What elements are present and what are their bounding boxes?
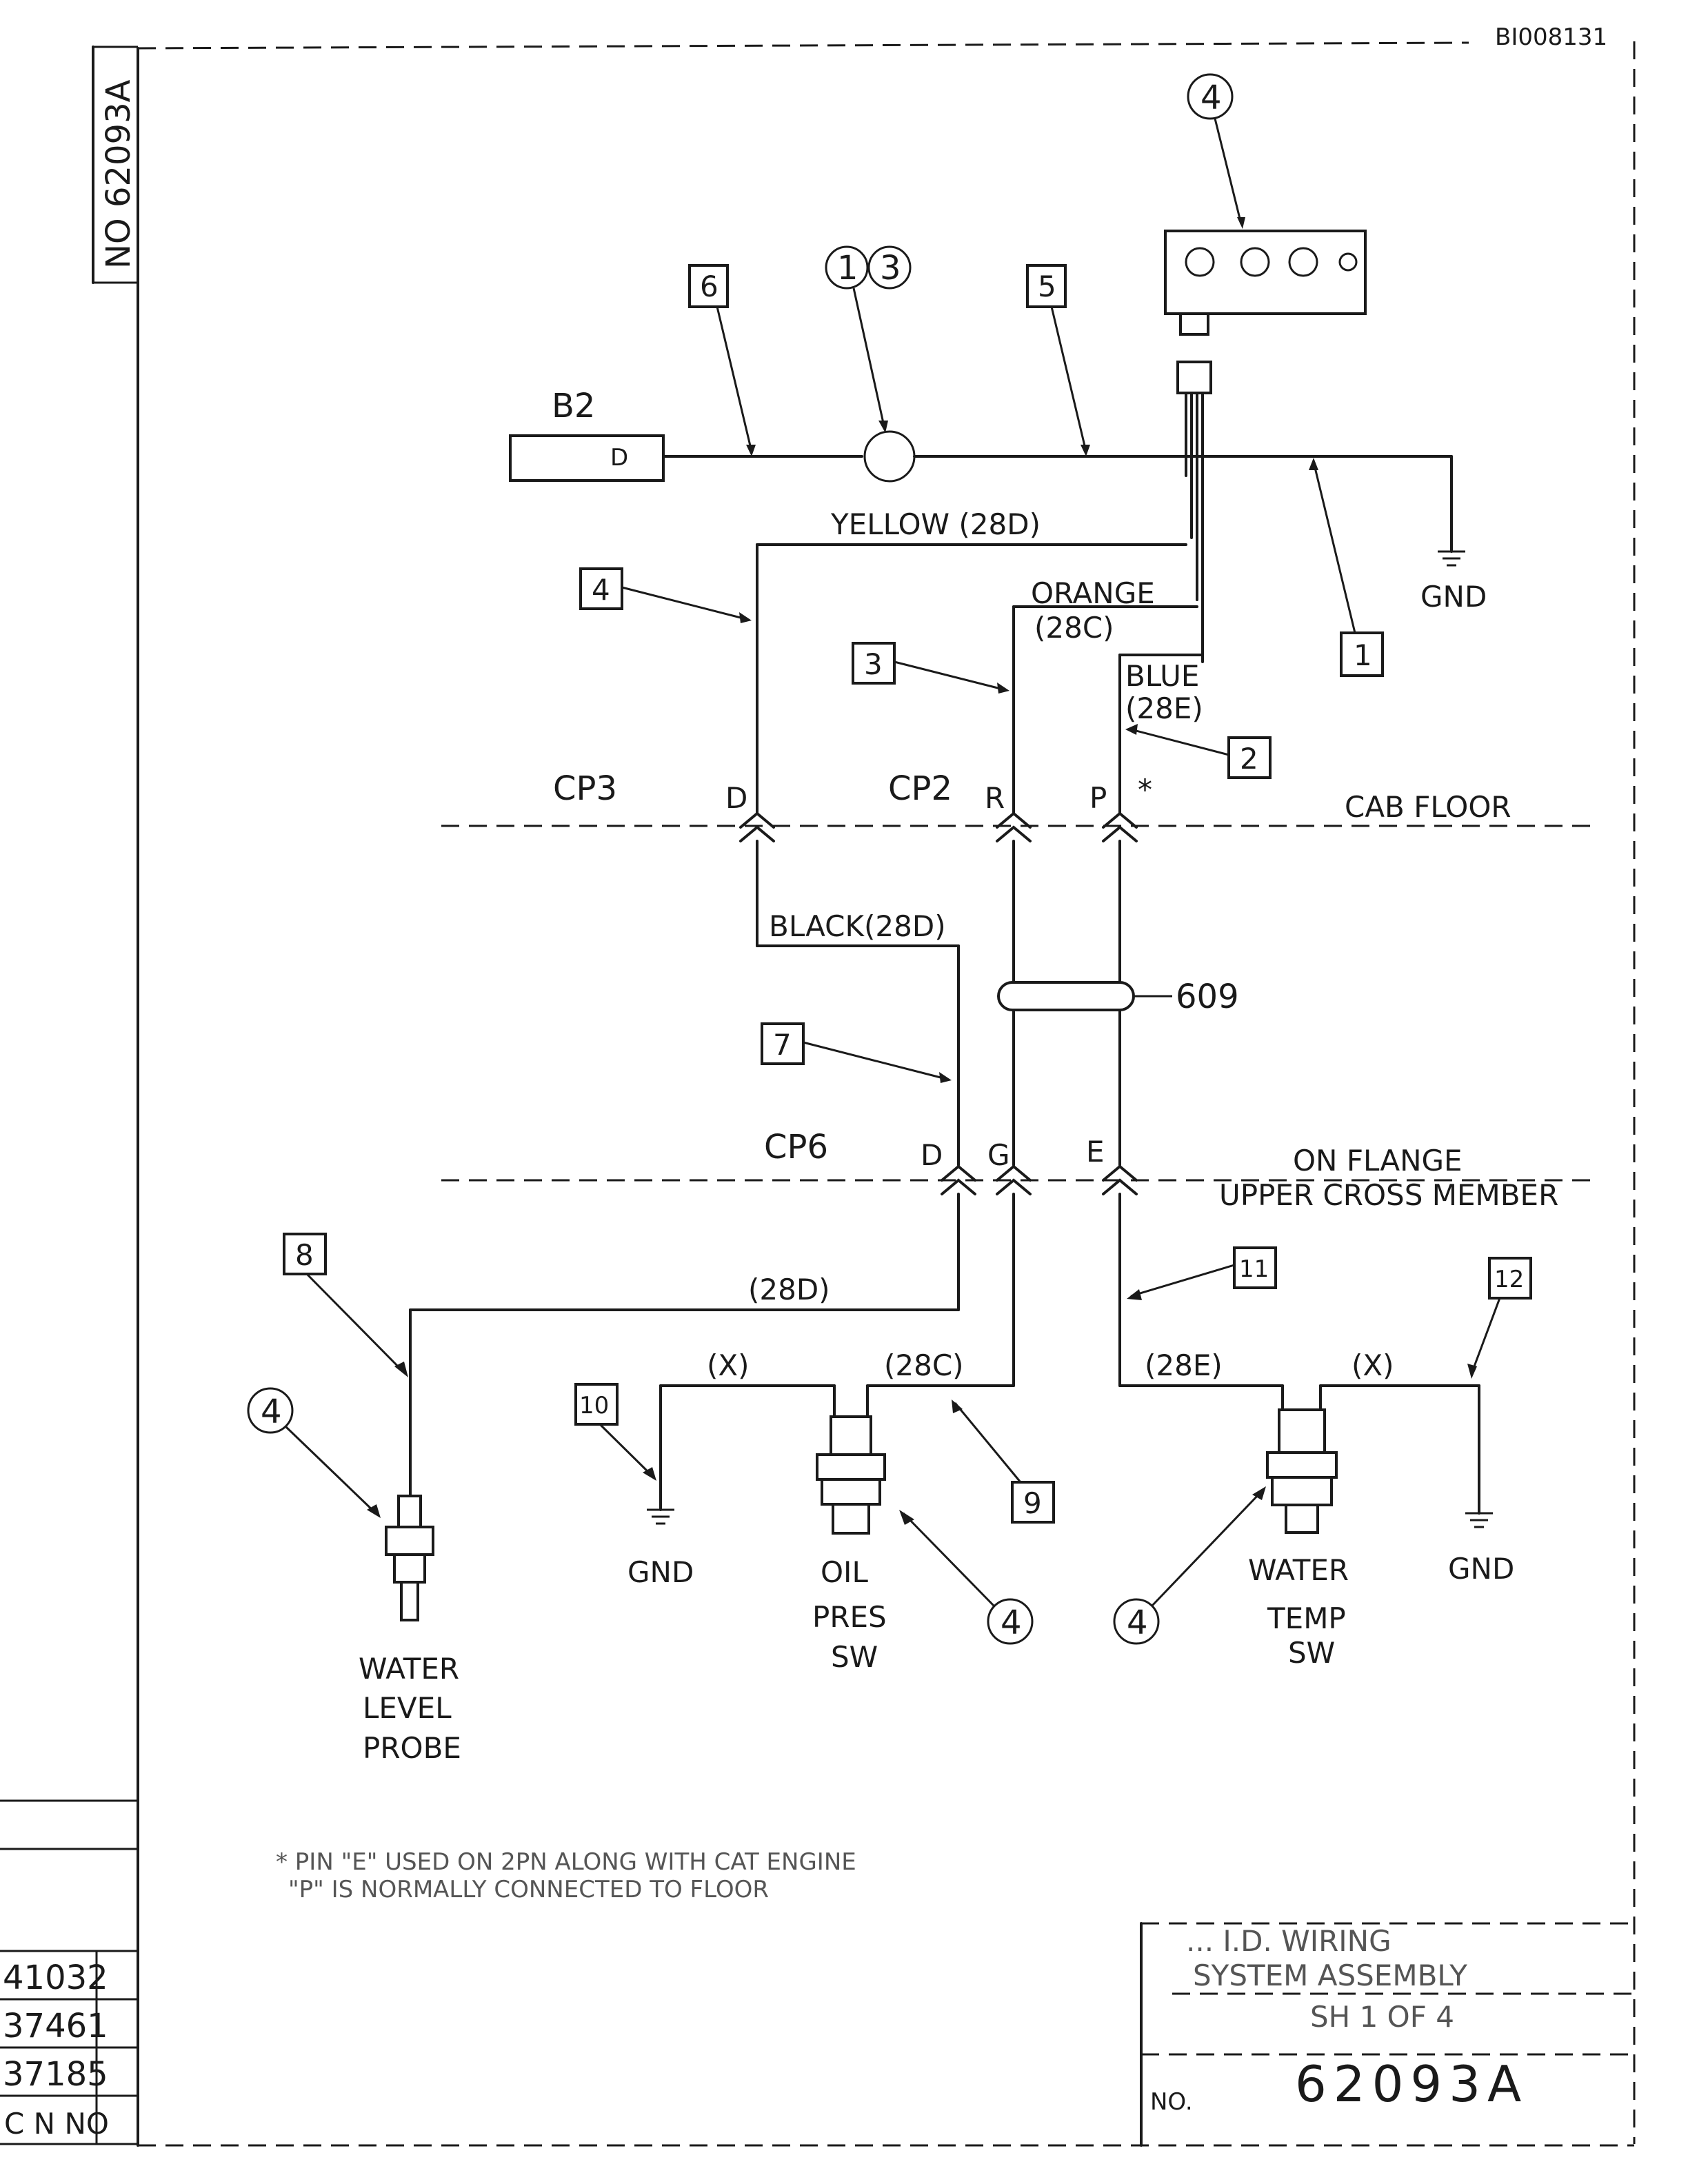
wire-28e-lower: (28E): [1145, 1348, 1223, 1382]
balloon-probe: [247, 1387, 294, 1434]
wire-orange-1: ORANGE: [1031, 576, 1155, 610]
probe-label-1: WATER: [359, 1652, 459, 1686]
gnd-label-temp: GND: [1448, 1552, 1514, 1586]
wire-28c-lower: (28C): [884, 1348, 964, 1382]
b2-block: [509, 434, 665, 482]
temp-label-3: SW: [1288, 1636, 1335, 1670]
b2-terminal: D: [610, 444, 628, 472]
revision-block: [0, 1799, 138, 2145]
revision-header: C N NO: [4, 2107, 109, 2141]
sheet-number: SH 1 OF 4: [1310, 2000, 1454, 2034]
temp-label-1: WATER: [1248, 1553, 1349, 1587]
balloon-sender-1-label: 1: [837, 249, 858, 287]
balloon-sender-3: [867, 245, 912, 290]
gnd-symbol-top: [1438, 550, 1465, 567]
drawing-frame: [92, 41, 1636, 2147]
connector-cp6: CP6: [764, 1128, 828, 1166]
oil-label-1: OIL: [821, 1555, 868, 1589]
doc-ref: BI008131: [1495, 23, 1607, 51]
connector-cp2: CP2: [888, 769, 952, 808]
item-10: 10: [579, 1392, 609, 1419]
item-9: 9: [1023, 1486, 1042, 1520]
item-5: 5: [1038, 270, 1056, 303]
item-1: 1: [1354, 638, 1372, 672]
connector-symbols-flange: [941, 1164, 1138, 1195]
item-6: 6: [700, 270, 719, 303]
drawing-no-label: NO.: [1150, 2088, 1193, 2116]
wire-black: BLACK(28D): [769, 909, 946, 943]
gnd-label-oil: GND: [627, 1555, 694, 1589]
gauge-assembly: [1164, 230, 1367, 663]
probe-label-2: LEVEL: [363, 1691, 452, 1725]
probe-label-3: PROBE: [363, 1731, 461, 1765]
pin-r-cp2: R: [985, 781, 1005, 815]
location-flange-1: ON FLANGE: [1293, 1144, 1463, 1177]
wire-blue-1: BLUE: [1125, 659, 1199, 693]
item-11: 11: [1239, 1255, 1269, 1283]
title-line-2: SYSTEM ASSEMBLY: [1193, 1959, 1467, 1992]
wire-blue-2: (28E): [1125, 691, 1203, 725]
gnd-symbol-oil: [647, 1508, 674, 1525]
margin-drawing-no: NO 62093A: [99, 79, 138, 269]
item-12: 12: [1494, 1266, 1524, 1293]
water-temp-switch: [1266, 1408, 1338, 1534]
pin-p-note-star: *: [1138, 773, 1152, 807]
wire-28d-lower: (28D): [748, 1273, 830, 1306]
temp-label-2: TEMP: [1267, 1601, 1346, 1635]
item-7: 7: [773, 1028, 792, 1062]
revision-3: 37185: [3, 2055, 108, 2094]
drawing-number: 62093A: [1295, 2055, 1528, 2113]
item-2: 2: [1240, 742, 1258, 776]
balloon-temp: [1113, 1598, 1160, 1645]
wire-x-oil: (X): [707, 1348, 750, 1382]
balloon-gauge: [1187, 73, 1234, 120]
sender-unit: [863, 430, 916, 483]
oil-pressure-switch: [816, 1415, 886, 1535]
balloon-gauge-label: 4: [1200, 79, 1222, 117]
gnd-symbol-temp: [1465, 1512, 1493, 1528]
note-line-2: "P" IS NORMALLY CONNECTED TO FLOOR: [288, 1876, 769, 1903]
b2-label: B2: [552, 387, 595, 425]
balloon-probe-label: 4: [261, 1393, 282, 1431]
pin-g-cp6: G: [987, 1138, 1010, 1172]
balloon-temp-label: 4: [1127, 1604, 1148, 1642]
balloon-oil-label: 4: [1001, 1604, 1022, 1642]
clamp-ref: 609: [1176, 978, 1239, 1016]
oil-label-2: PRES: [812, 1600, 887, 1634]
item-3: 3: [864, 647, 883, 681]
title-line-1: ... I.D. WIRING: [1186, 1924, 1391, 1958]
pin-p-cp2: P: [1089, 781, 1107, 815]
revision-2: 37461: [3, 2007, 108, 2045]
location-flange-2: UPPER CROSS MEMBER: [1219, 1178, 1558, 1212]
title-block: [1140, 1922, 1634, 2147]
wire-yellow: YELLOW (28D): [830, 507, 1041, 541]
note-line-1: * PIN "E" USED ON 2PN ALONG WITH CAT ENG…: [276, 1848, 856, 1876]
connector-cp3: CP3: [553, 769, 617, 808]
balloon-oil: [987, 1598, 1034, 1645]
revision-1: 41032: [3, 1959, 108, 1997]
water-level-probe: [385, 1495, 434, 1621]
location-cab-floor: CAB FLOOR: [1345, 790, 1511, 824]
wire-x-temp: (X): [1352, 1348, 1394, 1382]
pin-e-cp6: E: [1086, 1135, 1105, 1169]
connector-symbols-cab: [739, 811, 1138, 842]
wire-orange-2: (28C): [1034, 611, 1114, 645]
gnd-label-top: GND: [1420, 580, 1487, 614]
clamp-609: [997, 981, 1135, 1011]
pin-d-cp6: D: [921, 1138, 943, 1172]
oil-label-3: SW: [831, 1640, 878, 1674]
balloon-sender-3-label: 3: [880, 249, 901, 287]
item-8: 8: [295, 1238, 314, 1272]
balloon-sender-1: [825, 245, 869, 290]
pin-d-cp3: D: [725, 781, 747, 815]
item-4: 4: [592, 573, 610, 607]
